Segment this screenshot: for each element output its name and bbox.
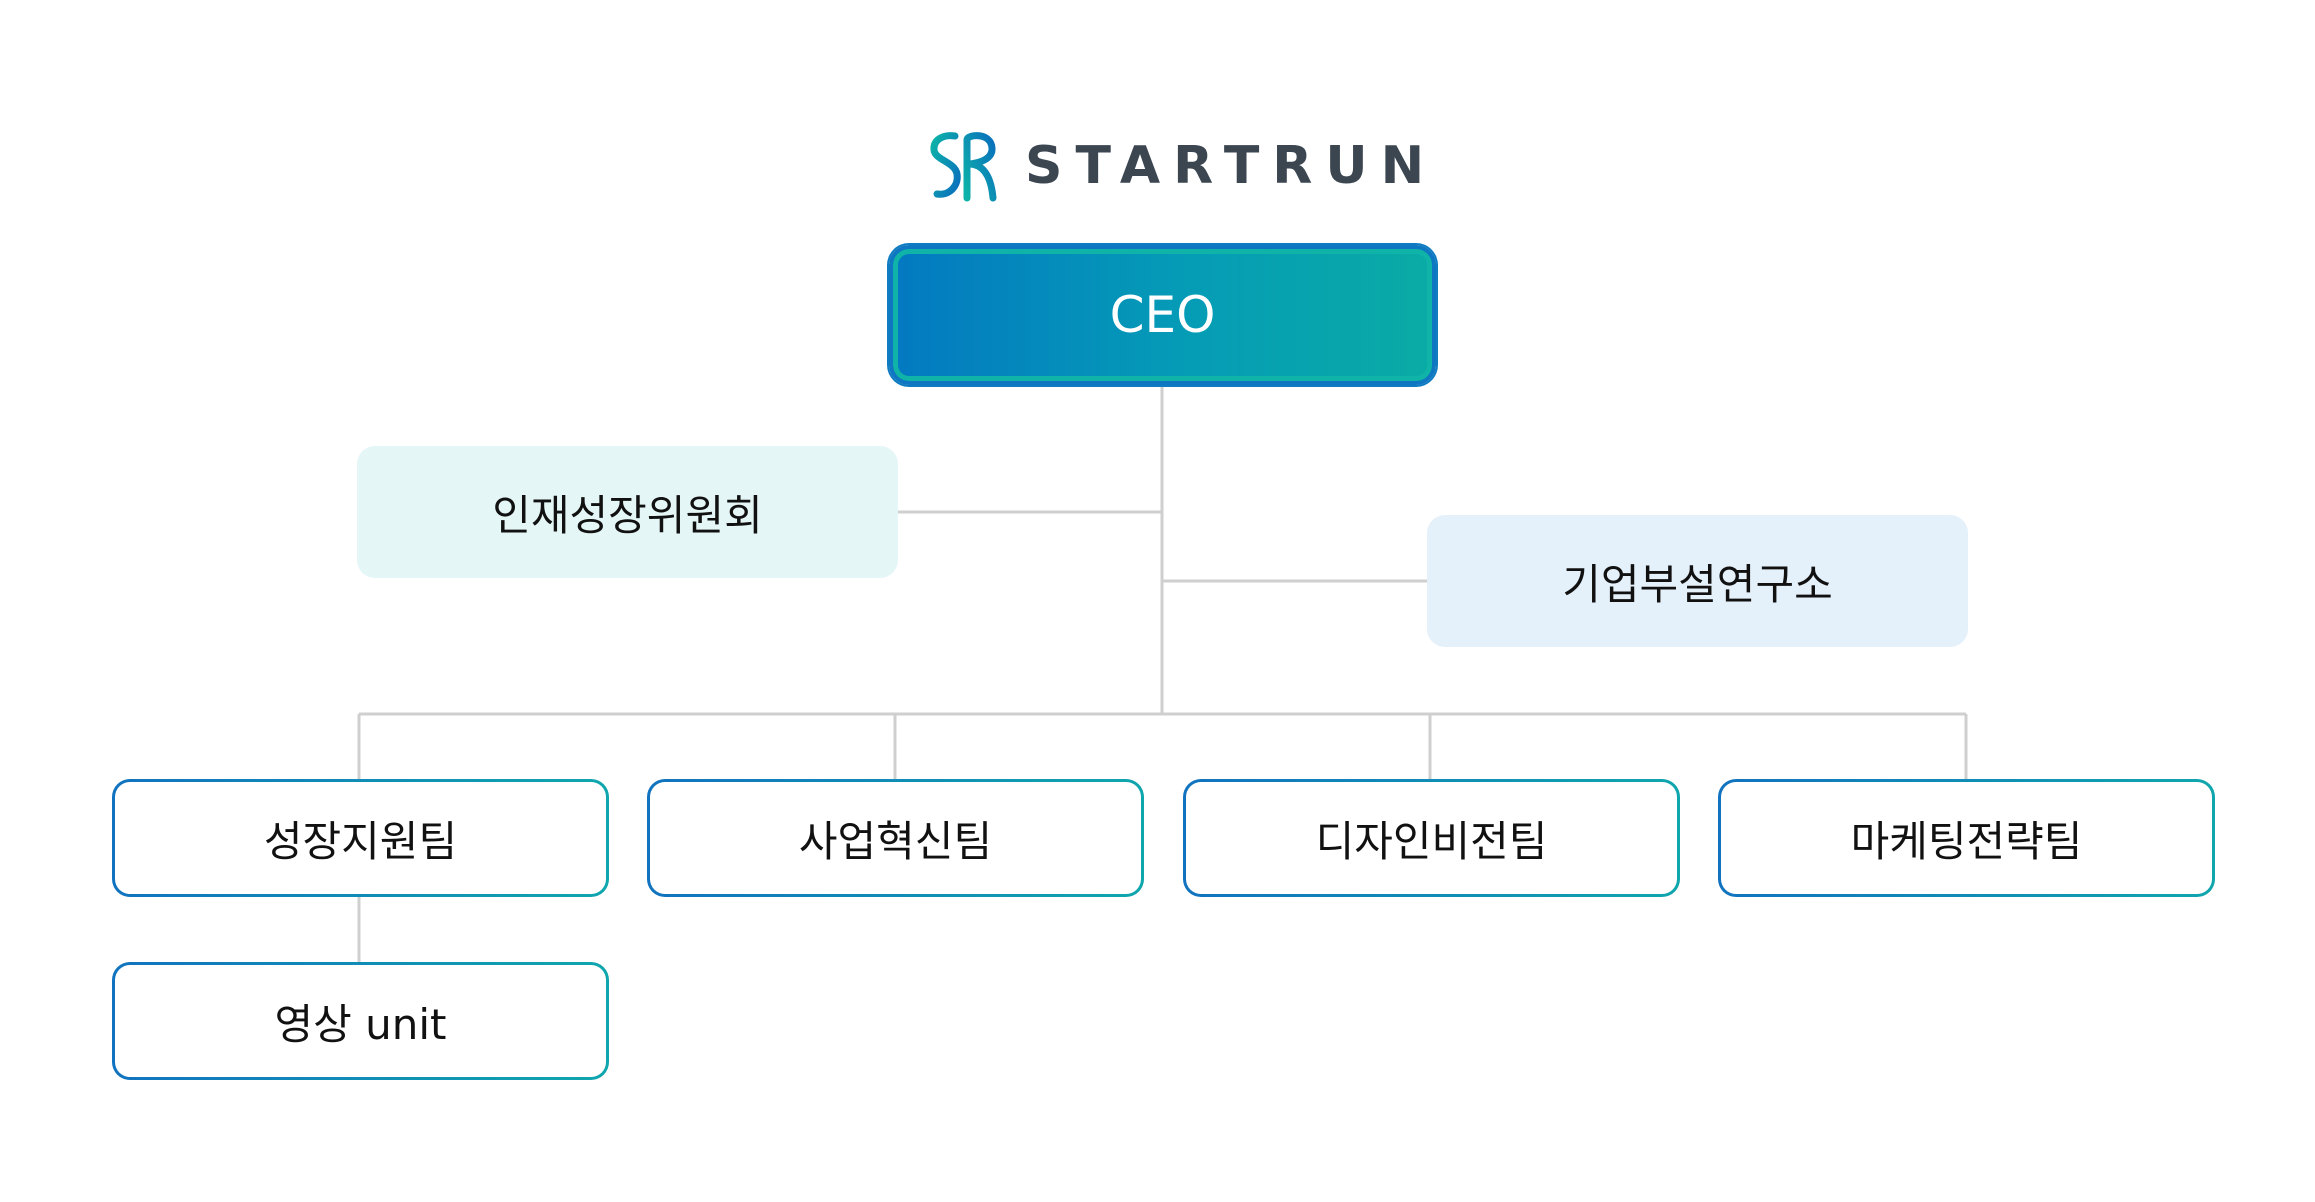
talent-growth-committee-node: 인재성장위원회 bbox=[357, 446, 898, 578]
corporate-research-lab-label: 기업부설연구소 bbox=[1562, 559, 1833, 609]
corporate-research-lab-node: 기업부설연구소 bbox=[1427, 515, 1968, 647]
startrun-logo: STARTRUN bbox=[925, 128, 1437, 204]
business-innovation-team-label: 사업혁신팀 bbox=[798, 816, 993, 866]
video-unit-node: 영상 unit bbox=[112, 962, 609, 1080]
design-vision-team-node: 디자인비전팀 bbox=[1183, 779, 1680, 897]
startrun-logo-wordmark: STARTRUN bbox=[1025, 136, 1438, 196]
talent-growth-committee-label: 인재성장위원회 bbox=[492, 490, 763, 540]
business-innovation-team-node: 사업혁신팀 bbox=[647, 779, 1144, 897]
ceo-label: CEO bbox=[1109, 286, 1216, 344]
marketing-strategy-team-node: 마케팅전략팀 bbox=[1718, 779, 2215, 897]
startrun-logo-mark-icon bbox=[930, 132, 997, 202]
design-vision-team-label: 디자인비전팀 bbox=[1315, 816, 1548, 866]
video-unit-label: 영상 unit bbox=[274, 999, 447, 1049]
ceo-node: CEO bbox=[889, 245, 1436, 385]
marketing-strategy-team-label: 마케팅전략팀 bbox=[1850, 816, 2083, 866]
growth-support-team-node: 성장지원팀 bbox=[112, 779, 609, 897]
growth-support-team-label: 성장지원팀 bbox=[263, 816, 458, 866]
